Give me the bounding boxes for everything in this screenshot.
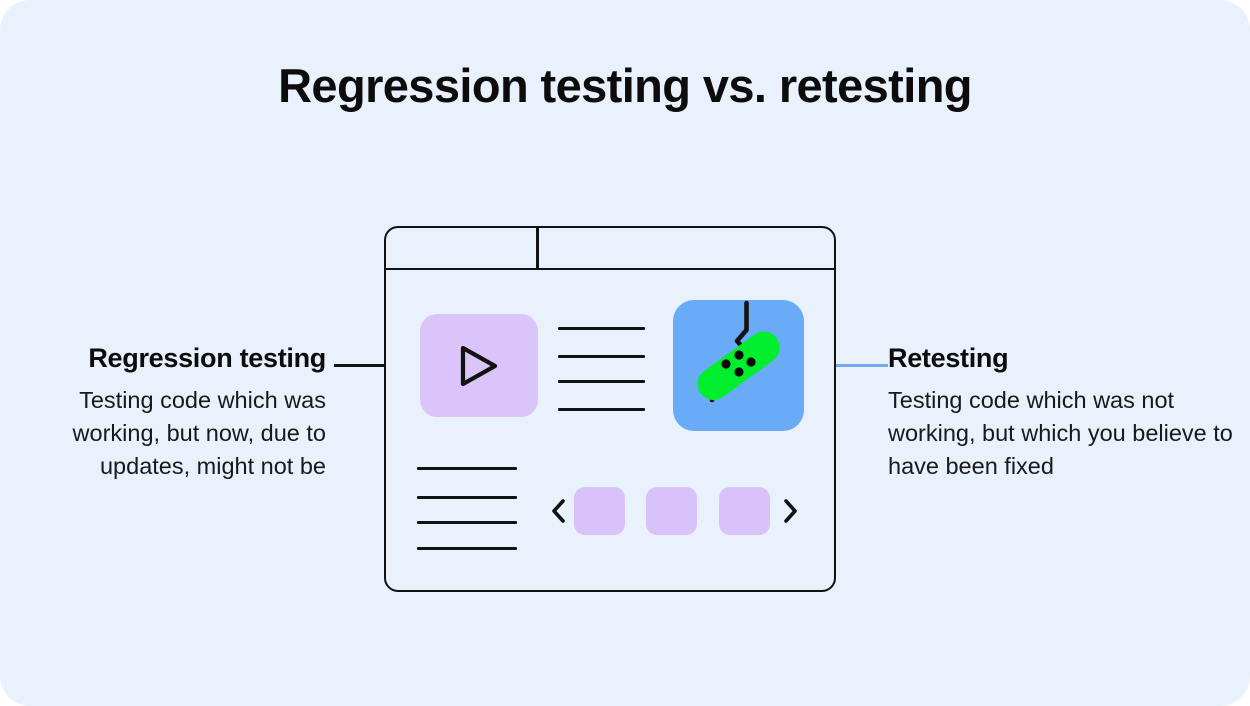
text-line <box>558 408 645 412</box>
right-label-body: Testing code which was not working, but … <box>888 386 1233 480</box>
right-label-block: Retesting Testing code which was not wor… <box>888 343 1234 484</box>
text-line <box>558 380 645 384</box>
right-connector-line <box>826 364 888 367</box>
left-label-body: Testing code which was working, but now,… <box>72 386 326 480</box>
text-line <box>558 327 645 331</box>
carousel-tile[interactable] <box>574 487 625 535</box>
text-line <box>558 355 645 359</box>
browser-window-illustration <box>384 226 836 592</box>
browser-tab-divider <box>536 228 539 270</box>
chevron-right-icon[interactable] <box>781 498 799 524</box>
right-label-heading: Retesting <box>888 343 1009 373</box>
bandage-icon <box>697 300 780 403</box>
video-thumbnail-tile[interactable] <box>420 314 538 417</box>
text-line <box>417 496 517 500</box>
left-label-block: Regression testing Testing code which wa… <box>0 343 336 484</box>
browser-top-bar <box>386 228 834 270</box>
carousel-tile[interactable] <box>646 487 697 535</box>
text-line <box>417 521 517 525</box>
left-connector-line <box>334 364 385 367</box>
page-title: Regression testing vs. retesting <box>278 59 972 112</box>
text-line <box>417 547 517 551</box>
bug-fix-tile[interactable] <box>673 300 804 431</box>
chevron-left-icon[interactable] <box>550 498 568 524</box>
text-line <box>417 467 517 471</box>
left-label-heading: Regression testing <box>88 343 326 373</box>
carousel-tile[interactable] <box>719 487 770 535</box>
play-triangle-icon <box>460 345 498 386</box>
